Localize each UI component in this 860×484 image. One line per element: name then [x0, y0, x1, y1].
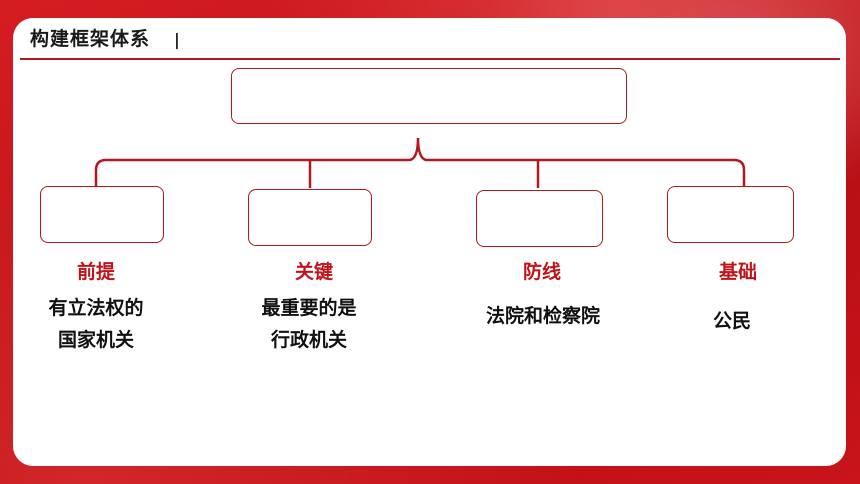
- label-foundation: 基础: [718, 261, 757, 283]
- desc-enforcement-line2: 行政机关: [270, 329, 347, 351]
- label-premise: 前提: [76, 261, 115, 283]
- label-defense: 防线: [522, 261, 561, 283]
- desc-enforcement: 最重要的是 行政机关: [229, 292, 389, 356]
- header: 构建框架体系 |: [30, 24, 180, 51]
- title-divider: [20, 58, 840, 60]
- desc-legislation: 有立法权的 国家机关: [16, 292, 176, 356]
- main-requirement-box[interactable]: 全面推进依法治国的基本要求: [231, 68, 627, 124]
- desc-legislation-line2: 国家机关: [57, 329, 134, 351]
- title-cursor: |: [174, 30, 180, 49]
- desc-justice: 法院和检察院: [463, 300, 623, 332]
- box-legislation[interactable]: 科学立法: [40, 186, 164, 243]
- desc-enforcement-line1: 最重要的是: [261, 297, 357, 319]
- page-title: 构建框架体系: [30, 28, 151, 50]
- label-key: 关键: [294, 261, 333, 283]
- desc-law-abiding: 公民: [652, 305, 812, 337]
- box-enforcement[interactable]: 严格执法: [248, 189, 372, 246]
- desc-justice-line1: 法院和检察院: [485, 305, 600, 327]
- box-justice[interactable]: 公正司法: [476, 190, 603, 247]
- box-law-abiding[interactable]: 全民守法: [667, 186, 794, 243]
- desc-law-abiding-line1: 公民: [712, 310, 751, 332]
- desc-legislation-line1: 有立法权的: [48, 297, 144, 319]
